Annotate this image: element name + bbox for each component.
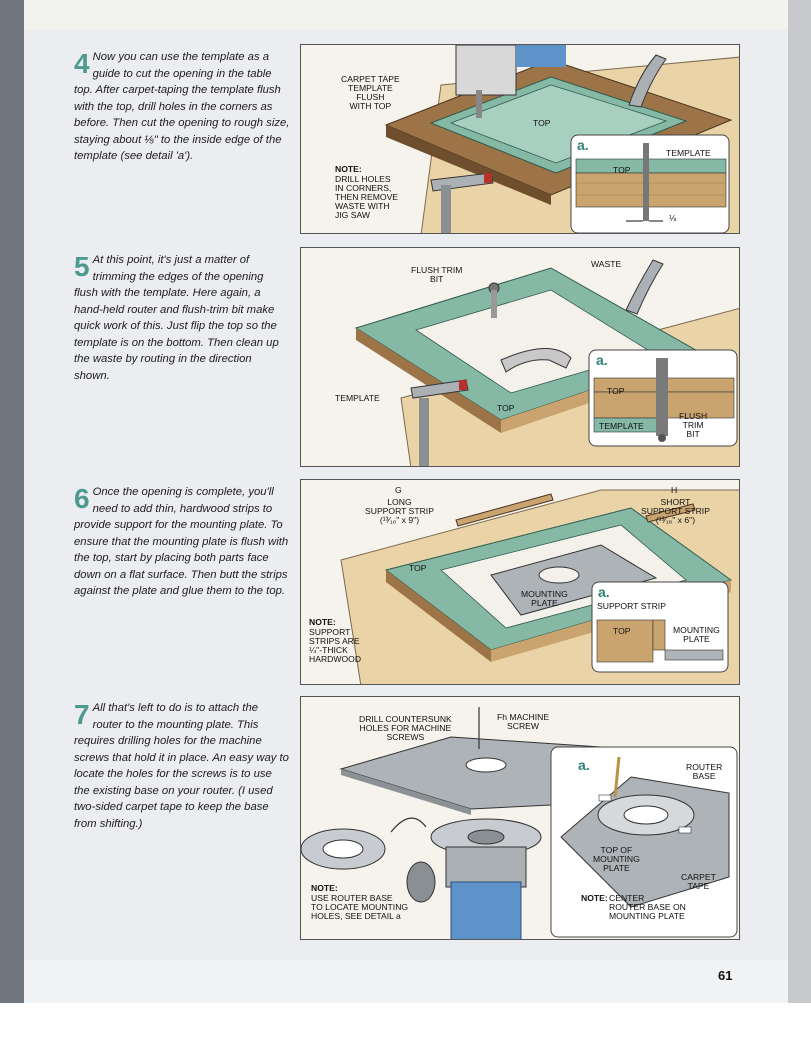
detail-top-label: TOP [607, 386, 625, 396]
figure-step-4: CARPET TAPE TEMPLATE FLUSH WITH TOP TOP … [300, 44, 740, 234]
detail-note-text: CENTER ROUTER BASE ON MOUNTING PLATE [609, 893, 686, 921]
detail-support-strip-label: SUPPORT STRIP [597, 601, 666, 611]
note-title: NOTE: [309, 617, 336, 627]
detail-carpet-tape-label: CARPET TAPE [681, 872, 716, 891]
figure-step-5: FLUSH TRIM BIT WASTE TEMPLATE TOP a. TOP… [300, 247, 740, 467]
step-7: 7 All that's left to do is to attach the… [74, 700, 290, 832]
note-text: DRILL HOLES IN CORNERS, THEN REMOVE WAST… [335, 174, 399, 220]
label-waste: WASTE [591, 259, 622, 269]
label-template: TEMPLATE [335, 393, 380, 403]
scan-edge-right [788, 0, 811, 1003]
detail-letter: a. [578, 757, 590, 773]
figure-6-illustration [301, 480, 739, 684]
label-mounting-plate: MOUNTING PLATE [521, 589, 568, 608]
page-bottom-margin [24, 960, 788, 1003]
step-5: 5 At this point, it's just a matter of t… [74, 252, 290, 384]
figure-step-7: DRILL COUNTERSUNK HOLES FOR MACHINE SCRE… [300, 696, 740, 940]
step-number: 6 [74, 483, 90, 514]
step-4: 4 Now you can use the template as a guid… [74, 49, 290, 165]
part-g-marker: G [395, 485, 402, 495]
detail-bit-label: FLUSH TRIM BIT [679, 411, 708, 439]
note-title: NOTE: [311, 883, 338, 893]
figure-step-6: G LONG SUPPORT STRIP (¹³⁄₁₆" x 9") H SHO… [300, 479, 740, 685]
note-text: USE ROUTER BASE TO LOCATE MOUNTING HOLES… [311, 893, 409, 921]
detail-letter: a. [596, 352, 608, 368]
scan-edge-left [0, 0, 24, 1003]
label-drill-countersunk-holes: DRILL COUNTERSUNK HOLES FOR MACHINE SCRE… [359, 714, 452, 742]
label-short-support-strip: SHORT SUPPORT STRIP (¹³⁄₁₆" x 6") [641, 497, 710, 525]
detail-letter: a. [598, 584, 610, 600]
step-number: 4 [74, 48, 90, 79]
detail-template-label: TEMPLATE [666, 148, 711, 158]
detail-template-label: TEMPLATE [599, 421, 644, 431]
label-top: TOP [497, 403, 515, 413]
note-text: SUPPORT STRIPS ARE ¼"-THICK HARDWOOD [309, 627, 362, 664]
figure-7-illustration [301, 697, 739, 939]
detail-top-label: TOP [613, 165, 631, 175]
note-title: NOTE: [335, 164, 362, 174]
step-text: All that's left to do is to attach the r… [74, 702, 289, 830]
step-text: Now you can use the template as a guide … [74, 51, 290, 162]
step-text: Once the opening is complete, you'll nee… [74, 486, 289, 597]
part-h-marker: H [671, 485, 678, 495]
step-number: 5 [74, 251, 90, 282]
label-long-support-strip: LONG SUPPORT STRIP (¹³⁄₁₆" x 9") [365, 497, 434, 525]
figure-4-illustration [301, 45, 739, 233]
detail-top-label: TOP [613, 626, 631, 636]
detail-router-base-label: ROUTER BASE [686, 762, 723, 781]
label-top: TOP [409, 563, 427, 573]
step-number: 7 [74, 699, 90, 730]
detail-mounting-plate-label: MOUNTING PLATE [673, 625, 720, 644]
label-fh-machine-screw: Fh MACHINE SCREW [497, 712, 550, 731]
page-number: 61 [718, 968, 733, 983]
detail-note-title: NOTE: [581, 893, 608, 903]
step-text: At this point, it's just a matter of tri… [74, 254, 279, 382]
figure-5-illustration [301, 248, 739, 466]
detail-dimension: ⅛ [669, 213, 677, 223]
detail-top-of-plate-label: TOP OF MOUNTING PLATE [593, 845, 640, 873]
label-carpet-tape: CARPET TAPE TEMPLATE FLUSH WITH TOP [341, 74, 400, 111]
step-6: 6 Once the opening is complete, you'll n… [74, 484, 290, 600]
label-flush-trim-bit: FLUSH TRIM BIT [411, 265, 463, 284]
detail-letter: a. [577, 137, 589, 153]
label-top: TOP [533, 118, 551, 128]
scan-top-margin [24, 0, 788, 30]
